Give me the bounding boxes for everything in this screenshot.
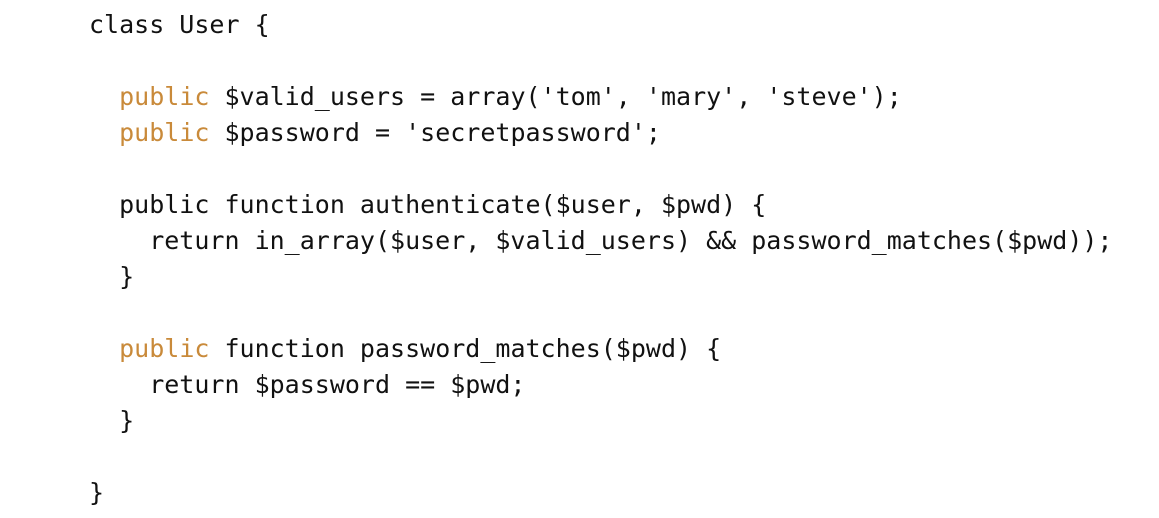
code-token: return $password == $pwd;	[89, 370, 526, 399]
code-token	[89, 118, 119, 147]
code-view: class User { public $valid_users = array…	[89, 7, 1149, 511]
code-line: }	[89, 259, 134, 295]
code-token: class User {	[89, 10, 270, 39]
code-token: }	[89, 406, 135, 435]
keyword-token: public	[119, 118, 210, 147]
code-line: public $valid_users = array('tom', 'mary…	[89, 79, 902, 115]
code-token: }	[89, 262, 135, 291]
keyword-token: public	[119, 82, 210, 111]
code-line: class User {	[89, 7, 270, 43]
code-token: $valid_users = array('tom', 'mary', 'ste…	[209, 82, 902, 111]
keyword-token: public	[119, 334, 210, 363]
code-token: $password = 'secretpassword';	[209, 118, 661, 147]
code-line: return $password == $pwd;	[89, 367, 526, 403]
code-token	[89, 82, 119, 111]
code-token: }	[89, 478, 105, 507]
code-line: public function authenticate($user, $pwd…	[89, 187, 766, 223]
code-line: public function password_matches($pwd) {	[89, 331, 721, 367]
code-line: return in_array($user, $valid_users) && …	[89, 223, 1113, 259]
code-line: }	[89, 403, 134, 439]
code-token: return in_array($user, $valid_users) && …	[89, 226, 1113, 255]
code-line: public $password = 'secretpassword';	[89, 115, 661, 151]
code-token: public function authenticate($user, $pwd…	[89, 190, 767, 219]
code-token: function password_matches($pwd) {	[209, 334, 722, 363]
code-token	[89, 334, 119, 363]
code-line: }	[89, 475, 104, 511]
